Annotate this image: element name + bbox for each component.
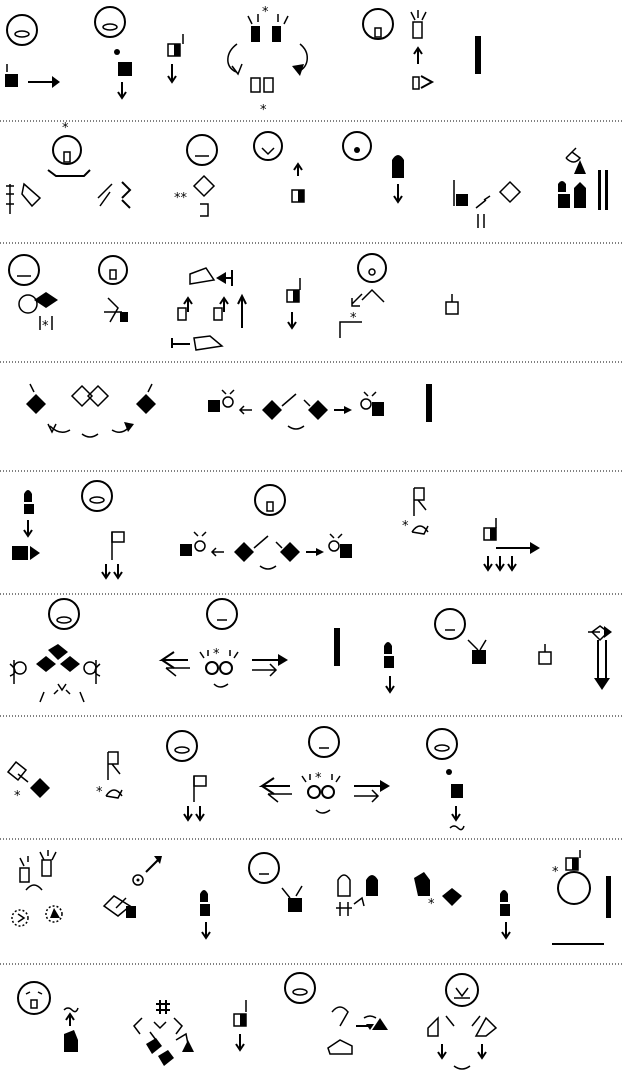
svg-text:**: ** [174, 191, 188, 206]
sign-2-6 [453, 180, 522, 228]
sign-3-4 [286, 278, 301, 330]
sign-1-5 [362, 8, 394, 40]
sign-8-8: * [552, 850, 611, 945]
sign-9-5 [427, 973, 498, 1070]
sign-1-6 [410, 10, 435, 90]
sign-7-5 [426, 728, 465, 831]
sign-6-2: * [158, 598, 288, 688]
sign-9-2 [133, 1000, 194, 1066]
svg-text:*: * [402, 519, 409, 534]
sign-9-4 [284, 972, 388, 1055]
sign-5-4: * [402, 487, 429, 535]
svg-text:*: * [62, 121, 69, 136]
sign-3-5: * [339, 253, 387, 338]
sign-6-1 [9, 598, 101, 703]
sign-1-4: * * [227, 5, 308, 118]
sign-8-6: * [414, 872, 462, 912]
sign-3-3 [171, 267, 247, 351]
sign-8-4 [248, 852, 303, 912]
sign-3-1: * [8, 254, 58, 334]
row-separators [0, 120, 622, 965]
sign-1-3 [167, 34, 184, 84]
sign-7-2: * [96, 751, 123, 800]
sign-1-2 [94, 6, 132, 100]
sign-5-2 [81, 480, 125, 580]
sign-5-5 [483, 518, 540, 572]
sign-4-2 [208, 389, 384, 430]
sign-8-1 [11, 850, 63, 927]
sign-4-1 [26, 383, 156, 438]
sign-6-4 [384, 642, 395, 694]
sign-8-2 [102, 856, 162, 918]
sign-6-7 [588, 625, 612, 690]
svg-text:*: * [42, 319, 49, 334]
sign-4-3-bar [426, 384, 432, 422]
svg-text:*: * [552, 865, 559, 880]
sign-2-7 [558, 147, 608, 210]
sign-8-3 [200, 890, 211, 940]
sign-8-7 [500, 890, 511, 940]
sign-6-3-bar [334, 628, 340, 666]
sign-3-6 [445, 294, 459, 315]
svg-text:*: * [315, 771, 322, 786]
svg-text:*: * [96, 785, 103, 800]
svg-text:*: * [428, 897, 435, 912]
sign-1-7-bar [475, 36, 481, 74]
sign-7-1: * [6, 760, 50, 804]
sign-6-5 [434, 608, 487, 664]
sign-2-1: * [6, 121, 132, 214]
sign-7-4: * [258, 726, 390, 814]
sign-2-2: ** [174, 134, 218, 217]
sign-9-3 [233, 1000, 247, 1052]
sign-2-3 [253, 131, 305, 203]
sign-7-3 [166, 730, 207, 822]
svg-text:*: * [14, 789, 21, 804]
sign-3-2 [98, 255, 128, 323]
sign-8-5 [336, 874, 378, 916]
sign-2-5 [392, 155, 404, 204]
svg-text:*: * [350, 311, 357, 326]
svg-text:*: * [262, 5, 269, 20]
sign-6-6 [538, 644, 552, 665]
sign-2-4 [342, 131, 372, 161]
sign-1-1 [5, 14, 60, 88]
sign-5-1 [12, 490, 40, 560]
sign-5-3 [180, 484, 352, 570]
sign-9-1 [17, 981, 79, 1052]
svg-text:*: * [213, 647, 220, 662]
svg-text:*: * [260, 103, 267, 118]
